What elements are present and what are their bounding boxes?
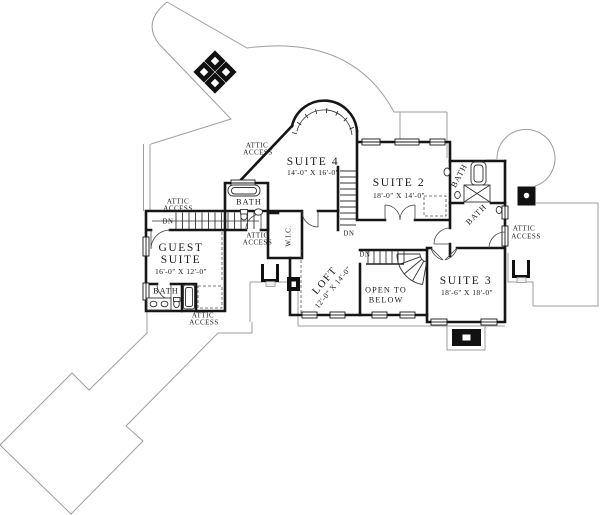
bath-label-guest: BATH [153, 286, 179, 296]
chimney-flues [261, 186, 536, 346]
right-attic-outline [507, 202, 599, 307]
suite3-dims: 18'-6" X 18'-0" [440, 288, 494, 298]
suite3-name: SUITE 3 [439, 274, 493, 287]
left-attic-flue [261, 264, 279, 287]
lower-left-wing-outline [0, 311, 253, 515]
attic-access-left-2: ACCESS [163, 203, 193, 212]
guest-suite-dims: 16'-0" X 12'-0" [154, 266, 208, 276]
guest-suite-name-2: SUITE [160, 253, 202, 266]
diamond-ornament-icon [193, 50, 237, 94]
suite4-name: SUITE 4 [286, 155, 340, 168]
attic-access-right-1: ATTIC [512, 224, 536, 233]
guest-toilet [173, 297, 181, 309]
toilet [240, 209, 248, 221]
stairs-open-below [366, 250, 428, 285]
stairs-left [152, 212, 259, 229]
attic-access-left-1: ATTIC [166, 196, 190, 205]
open-to-below-2: BELOW [368, 295, 404, 305]
attic-access-bottom-2: ACCESS [189, 317, 219, 326]
toilet [454, 191, 461, 199]
shower [463, 184, 491, 203]
sink [443, 167, 451, 177]
attic-access-center-2: ACCESS [242, 237, 273, 246]
door-swings [150, 204, 506, 301]
suite4-dims: 14'-0" X 16'-0" [286, 167, 340, 177]
sink [254, 208, 263, 216]
winder-treads [397, 253, 428, 285]
suite2-dims: 18'-0" X 14'-0" [372, 191, 426, 201]
dashed-lines [197, 195, 447, 313]
right-attic-flue [512, 260, 530, 283]
attic-access-bottom-1: ATTIC [191, 310, 215, 319]
tub [227, 184, 261, 197]
toilet [495, 206, 503, 214]
turret-wall [290, 99, 359, 133]
windows [142, 138, 509, 326]
turret-roof-dome [486, 128, 556, 187]
walls [144, 99, 507, 324]
attic-diagonal-wall [235, 124, 294, 186]
attic-access-center-1: ATTIC [246, 230, 269, 239]
attic-access-right-2: ACCESS [511, 232, 541, 241]
stairs-turret [291, 108, 356, 226]
dn-label-turret: DN [343, 230, 355, 238]
bath-label-center: BATH [236, 197, 262, 207]
guest-vanity [146, 297, 172, 311]
bath-fixtures [146, 161, 503, 311]
wic-label: W.I.C. [284, 225, 293, 247]
attic-access-top-2: ACCESS [243, 147, 273, 156]
dn-label-main-stairs: DN [359, 251, 371, 259]
attic-access-top-1: ATTIC [245, 140, 269, 149]
guest-tub [183, 284, 195, 310]
dn-label-left: DN [162, 218, 174, 226]
rear-chimney-surround [446, 325, 486, 351]
right-chimney [517, 186, 536, 206]
hall-flue-marker [287, 277, 300, 291]
guest-suite-name-1: GUEST [158, 241, 204, 254]
tub [470, 161, 487, 186]
rear-chimney [452, 329, 481, 346]
suite2-name: SUITE 2 [372, 176, 426, 189]
open-to-below-1: OPEN TO [365, 285, 407, 295]
